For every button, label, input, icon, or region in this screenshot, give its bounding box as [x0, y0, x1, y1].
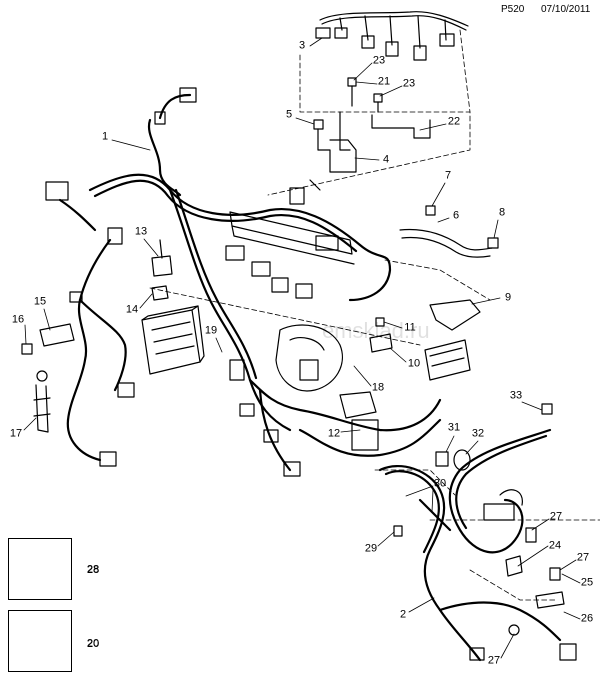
part-callout-26: 26 — [580, 612, 594, 625]
part-callout-31: 31 — [447, 421, 461, 434]
part-callout-7: 7 — [444, 169, 452, 182]
fuel-rail — [229, 211, 355, 265]
part-callout-12: 12 — [327, 427, 341, 440]
part-callout-27: 27 — [576, 551, 590, 564]
part-callout-21: 21 — [377, 75, 391, 88]
legend-box-cable-tie — [8, 610, 72, 672]
diagram-date: 07/10/2011 — [541, 4, 591, 15]
bracket-6-7-8 — [399, 205, 499, 258]
part-callout-2: 2 — [399, 608, 407, 621]
page-code: P520 — [501, 4, 525, 15]
part-callout-27: 27 — [487, 654, 501, 667]
part-callout-9: 9 — [504, 291, 512, 304]
part-callout-4: 4 — [382, 153, 390, 166]
watermark-text: emsklad.ru — [322, 318, 430, 343]
part-callout-25: 25 — [580, 576, 594, 589]
part-callout-24: 24 — [548, 539, 562, 552]
lower-harness-connectors — [393, 403, 577, 661]
part-callout-1: 1 — [101, 130, 109, 143]
part-callout-15: 15 — [33, 295, 47, 308]
part-callout-23: 23 — [402, 77, 416, 90]
legend-part-number: 20 — [87, 638, 100, 650]
part-callout-23: 23 — [372, 54, 386, 67]
legend-part-number: 28 — [87, 564, 100, 576]
part-callout-13: 13 — [134, 225, 148, 238]
bracket-4-5 — [309, 119, 357, 191]
callout-leaders — [23, 37, 581, 659]
part-callout-6: 6 — [452, 209, 460, 222]
part-callout-32: 32 — [471, 427, 485, 440]
legend-box-bolt — [8, 538, 72, 600]
part-callout-18: 18 — [371, 381, 385, 394]
part-callout-17: 17 — [9, 427, 23, 440]
part-callout-11: 11 — [404, 321, 416, 334]
part-callout-22: 22 — [447, 115, 461, 128]
part-callout-5: 5 — [285, 108, 293, 121]
injector-harness-3 — [315, 11, 469, 61]
part-callout-16: 16 — [11, 313, 25, 326]
part-callout-8: 8 — [498, 206, 506, 219]
group-outline-upper — [149, 29, 600, 601]
central-assembly — [275, 324, 377, 419]
part-callout-28: 28 — [86, 563, 100, 576]
part-callout-27: 27 — [549, 510, 563, 523]
control-module-9 — [424, 299, 481, 381]
part-callout-33: 33 — [509, 389, 523, 402]
part-callout-3: 3 — [298, 39, 306, 52]
part-callout-29: 29 — [364, 542, 378, 555]
main-harness-trunk-1 — [58, 93, 442, 472]
relay-block — [141, 305, 205, 375]
main-harness-connectors — [45, 87, 379, 477]
lower-harness-2 — [378, 428, 562, 662]
brackets-13-14 — [151, 239, 173, 301]
brackets-21-22-23 — [339, 77, 431, 151]
part-callout-19: 19 — [204, 324, 218, 337]
part-callout-14: 14 — [125, 303, 139, 316]
part-callout-10: 10 — [407, 357, 421, 370]
brackets-15-16-17 — [21, 323, 75, 433]
part-callout-20: 20 — [86, 637, 100, 650]
part-callout-30: 30 — [433, 477, 447, 490]
